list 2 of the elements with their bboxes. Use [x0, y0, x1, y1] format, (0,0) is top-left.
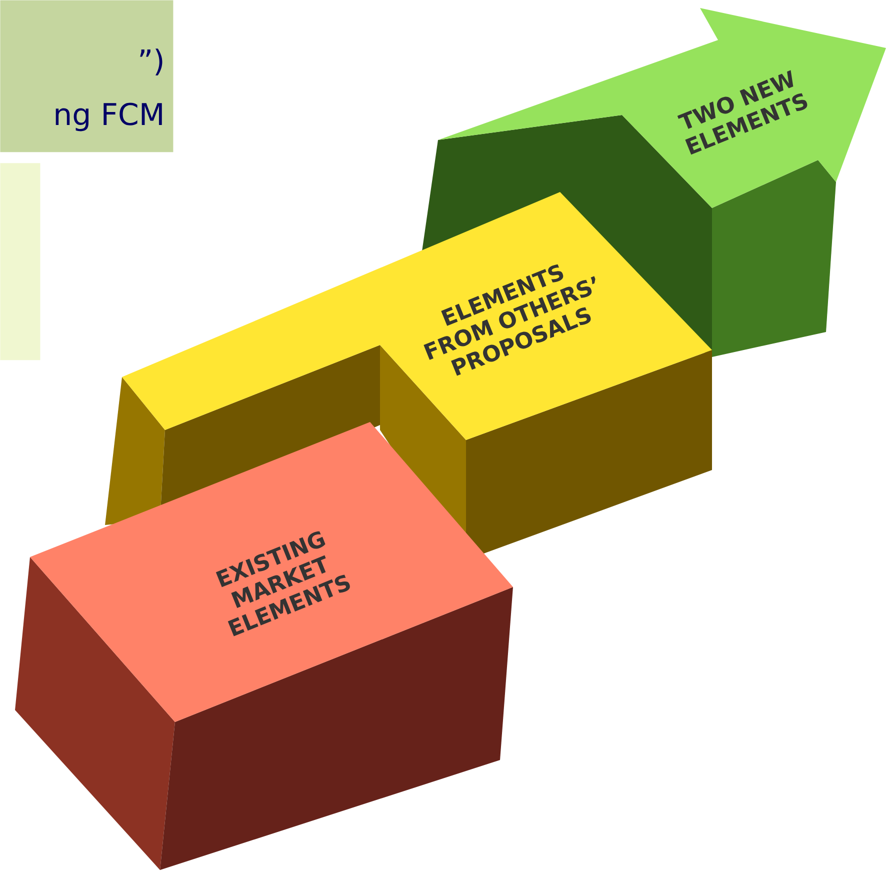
text-box: ”) ng FCM	[0, 0, 174, 152]
panel	[0, 163, 40, 360]
